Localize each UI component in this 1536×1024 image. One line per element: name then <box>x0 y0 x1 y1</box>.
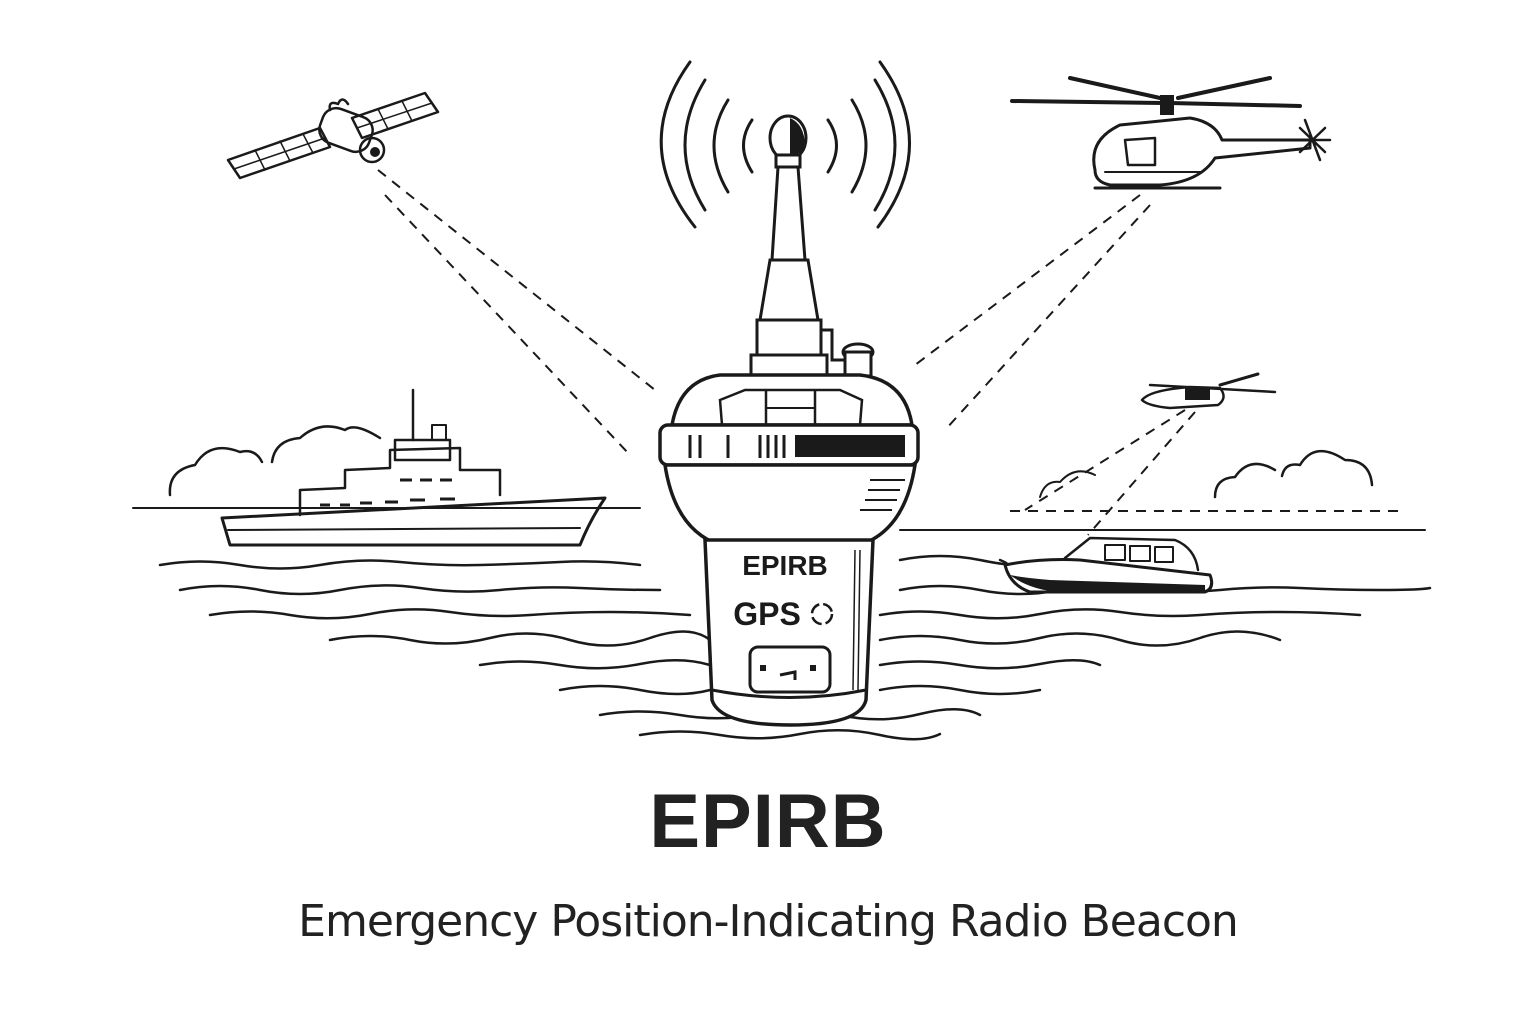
satellite-icon <box>226 91 440 180</box>
cloud-icon <box>168 425 1374 499</box>
beacon-gps-label: GPS <box>733 596 801 632</box>
radio-signal-waves-icon <box>659 60 911 229</box>
rescue-ship-icon <box>220 388 607 547</box>
page-title: EPIRB <box>649 779 887 864</box>
signal-link-lines <box>377 169 1196 536</box>
beacon-epirb-label: EPIRB <box>742 550 828 581</box>
gps-signal-icon <box>810 602 834 626</box>
epirb-beacon: EPIRB GPS <box>658 114 920 727</box>
page-subtitle: Emergency Position-Indicating Radio Beac… <box>298 896 1239 947</box>
helicopter-icon <box>1010 76 1332 190</box>
rescue-boat-icon <box>1003 536 1214 594</box>
aircraft-icon <box>1140 372 1277 410</box>
